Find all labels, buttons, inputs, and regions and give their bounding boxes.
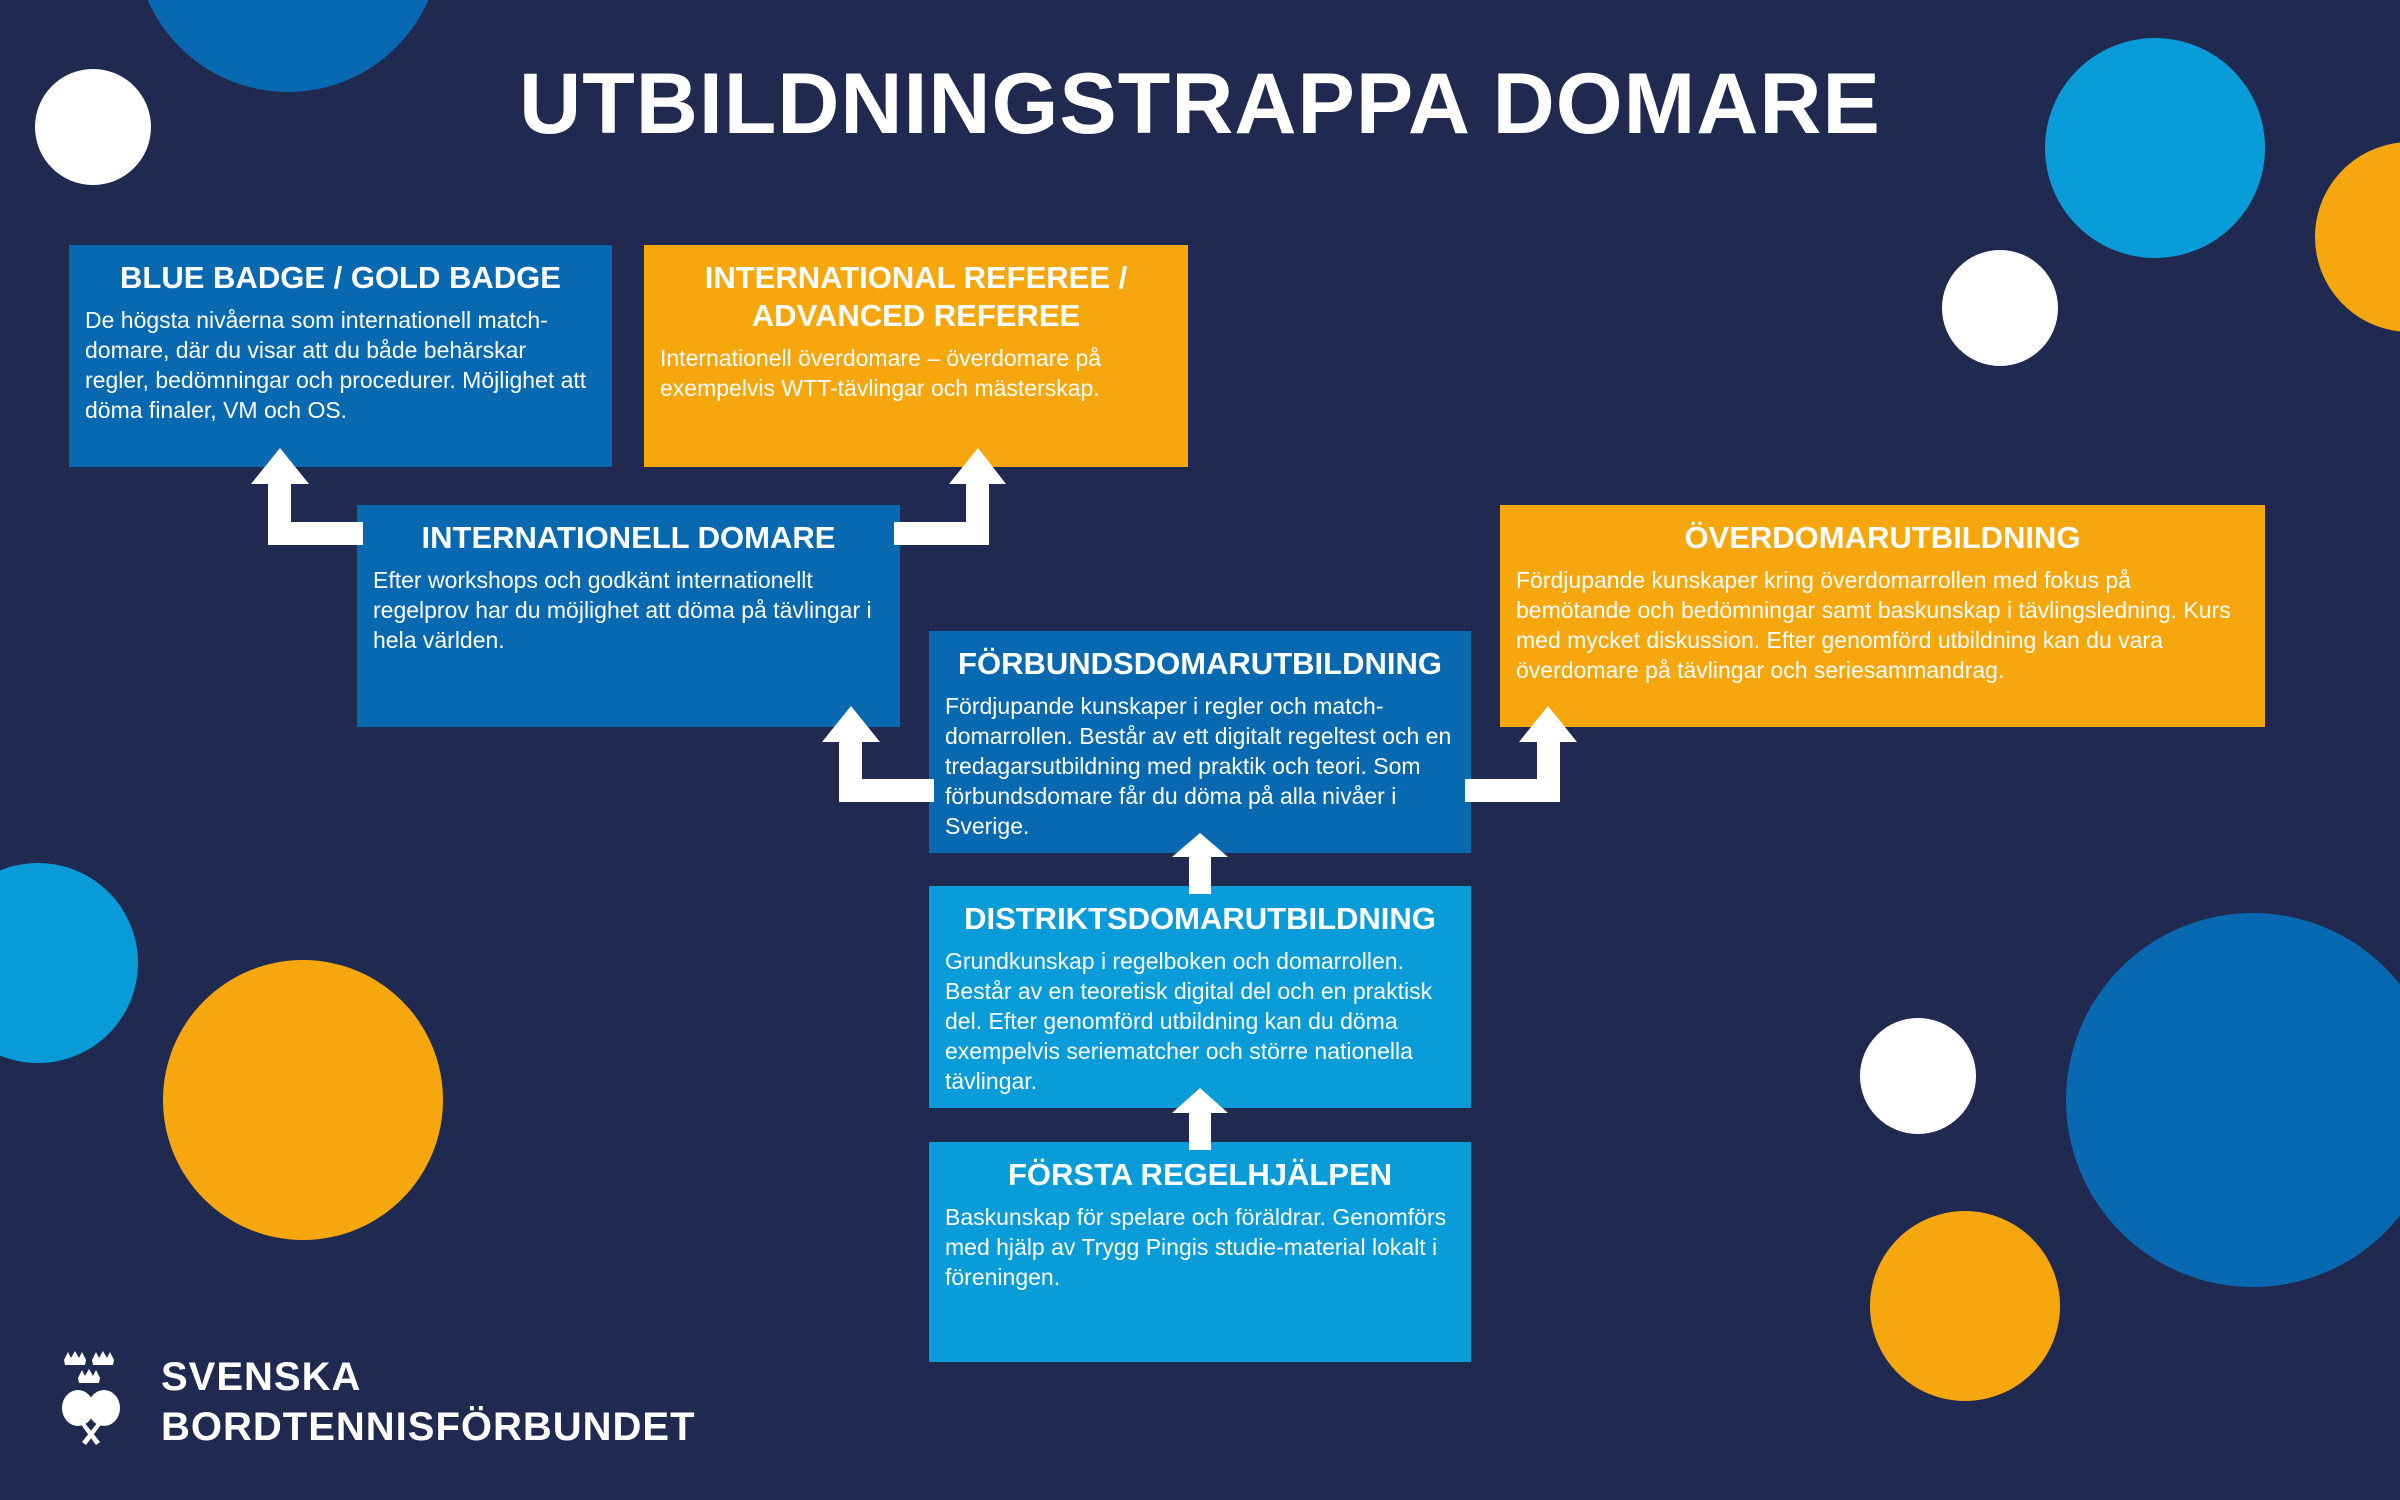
box-internationell-domare: INTERNATIONELL DOMARE Efter workshops oc… [357, 505, 900, 727]
decor-circle-white [35, 69, 151, 185]
box-title: BLUE BADGE / GOLD BADGE [120, 260, 561, 295]
arrow-to-overdomarutbildning-icon [1465, 706, 1577, 802]
box-text: Fördjupande kunskaper i regler och match… [945, 693, 1452, 839]
box-title: DISTRIKTSDOMARUTBILDNING [964, 901, 1436, 936]
decor-circle-orange [163, 960, 443, 1240]
arrow-to-international-referee-icon [894, 448, 1006, 545]
box-title: INTERNATIONAL REFEREE / ADVANCED REFEREE [704, 260, 1128, 333]
box-distriktsdomarutbildning: DISTRIKTSDOMARUTBILDNING Grundkunskap i … [929, 886, 1471, 1108]
box-text: Fördjupande kunskaper kring överdomarrol… [1516, 567, 2231, 683]
decor-circle-white [1860, 1018, 1976, 1134]
logo-text: SVENSKA BORDTENNISFÖRBUNDET [161, 1352, 696, 1452]
box-blue-badge: BLUE BADGE / GOLD BADGE De högsta nivåer… [69, 245, 612, 467]
logo-line2: BORDTENNISFÖRBUNDET [161, 1405, 696, 1449]
box-title: FÖRSTA REGELHJÄLPEN [1007, 1157, 1393, 1192]
box-forsta-regelhjalpen: FÖRSTA REGELHJÄLPEN Baskunskap för spela… [929, 1142, 1471, 1362]
box-title: ÖVERDOMARUTBILDNING [1684, 520, 2081, 555]
box-text: Efter workshops och godkänt internatione… [373, 567, 872, 653]
page-title: UTBILDNINGSTRAPPA DOMARE [519, 56, 1881, 152]
decor-circle-orange [1870, 1211, 2060, 1401]
box-text: Grundkunskap i regelboken och domarrolle… [945, 948, 1433, 1094]
decor-circle-blue [2066, 913, 2400, 1287]
box-text: Internationell överdomare – överdomare p… [660, 345, 1102, 401]
box-international-referee: INTERNATIONAL REFEREE / ADVANCED REFEREE… [644, 245, 1188, 467]
box-forbundsdomarutbildning: FÖRBUNDSDOMARUTBILDNING Fördjupande kuns… [929, 631, 1471, 853]
arrow-to-internationell-domare-icon [822, 706, 934, 802]
arrow-to-forbundsdomarutbildning-icon [1172, 833, 1228, 894]
box-text: Baskunskap för spelare och föräldrar. Ge… [945, 1204, 1447, 1290]
logo-line1: SVENSKA [161, 1355, 362, 1399]
box-text: De högsta nivåerna som internationell ma… [85, 307, 587, 423]
arrow-to-distriktsdomarutbildning-icon [1172, 1088, 1228, 1150]
box-title: FÖRBUNDSDOMARUTBILDNING [958, 646, 1442, 681]
decor-circle-lightblue [2045, 38, 2265, 258]
arrow-to-blue-badge-icon [251, 448, 363, 545]
box-title: INTERNATIONELL DOMARE [421, 520, 836, 555]
three-crowns-crossed-paddles-icon [62, 1351, 120, 1445]
box-overdomarutbildning: ÖVERDOMARUTBILDNING Fördjupande kunskape… [1500, 505, 2265, 727]
decor-circle-white [1942, 250, 2058, 366]
